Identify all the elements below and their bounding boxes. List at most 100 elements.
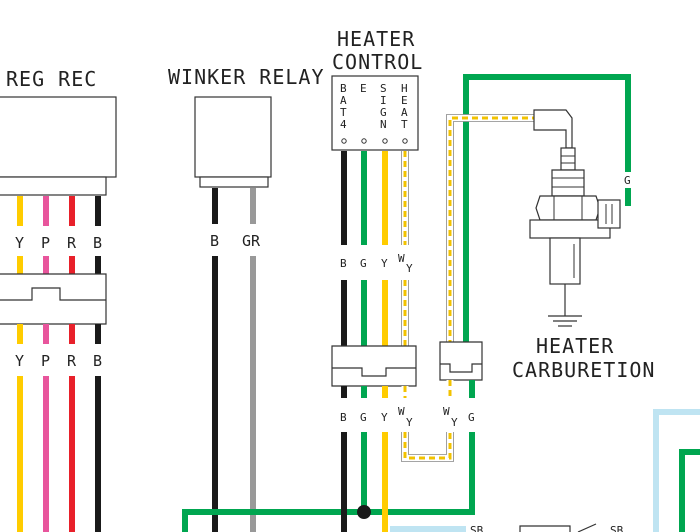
- wire-label: GR: [242, 232, 261, 250]
- ground-icon: [548, 315, 582, 327]
- reg-rec-title: REG REC: [6, 67, 97, 91]
- reg-rec-connector: [0, 273, 107, 325]
- reg-rec-wires-upper: [17, 196, 101, 274]
- pin-heat: H E A T: [401, 82, 408, 131]
- reg-rec-base: [0, 176, 107, 196]
- wire-label: Y: [406, 262, 413, 275]
- heater-control-body: [331, 75, 419, 151]
- wy-loop: [401, 432, 454, 462]
- reg-rec: REG REC Y P R B: [0, 67, 117, 532]
- heater-control-labels-upper: B G Y W Y: [340, 252, 413, 275]
- wire-label: R: [67, 352, 77, 370]
- wire-label: Y: [406, 416, 413, 429]
- heater-carburetion-title-line2: CARBURETION: [512, 358, 655, 382]
- pin-terminal: [402, 138, 408, 144]
- wy-carb-path: [446, 114, 534, 346]
- wire-label: R: [67, 234, 77, 252]
- pin-terminal: [382, 138, 388, 144]
- wire-label: Y: [381, 257, 388, 270]
- wire-green: [182, 476, 475, 532]
- carb-heater-neck: [560, 147, 576, 171]
- wire-white-yellow-outline: [401, 432, 454, 462]
- wire-label: W: [398, 252, 405, 265]
- heater-control-title-line2: CONTROL: [332, 50, 423, 74]
- winker-relay: WINKER RELAY B GR: [168, 65, 325, 532]
- carb-heater-body: [549, 237, 581, 285]
- wire-label: B: [93, 234, 102, 252]
- pin-label-char: A: [340, 94, 347, 107]
- pin-label-char: I: [380, 94, 387, 107]
- winker-relay-body: [194, 96, 272, 178]
- wire-label: SB: [470, 524, 484, 532]
- sb-wires: [390, 409, 700, 532]
- pin-label-char: G: [380, 106, 387, 119]
- pin-terminal: [341, 138, 347, 144]
- heater-control-connector: [331, 345, 417, 387]
- pin-label-char: E: [360, 82, 367, 95]
- wire-sky-blue: [653, 409, 700, 532]
- green-wiring: G: [182, 74, 700, 532]
- wire-label: Y: [451, 416, 458, 429]
- pin-label-char: E: [401, 94, 408, 107]
- wire-green: [679, 449, 700, 532]
- heater-control-labels-lower: B G Y W Y: [340, 405, 413, 429]
- pin-label-char: T: [401, 118, 408, 131]
- wire-label: G: [624, 174, 631, 187]
- pin-label-char: T: [340, 106, 347, 119]
- reg-rec-wire-labels-lower: Y P R B: [15, 352, 102, 370]
- wire-label: G: [468, 411, 475, 424]
- reg-rec-connector-latch: [0, 287, 106, 301]
- pin-label-char: A: [401, 106, 408, 119]
- winker-relay-base: [199, 176, 269, 188]
- pin-label-char: H: [401, 82, 408, 95]
- carb-heater-collar: [551, 169, 585, 197]
- sb-connector: SB SB: [470, 523, 624, 532]
- wire-label: Y: [15, 352, 24, 370]
- wire-label: B: [340, 411, 347, 424]
- heater-control-connector-latch: [332, 367, 416, 377]
- wire-label: P: [41, 352, 50, 370]
- wire-white-yellow: [446, 114, 534, 346]
- heater-control: HEATER CONTROL B A T 4 E S I G N H E A T: [331, 27, 423, 532]
- reg-rec-wire-labels-upper: Y P R B: [15, 234, 102, 252]
- wire-white-yellow-outline: [453, 121, 534, 346]
- heater-carburetion-title-line1: HEATER: [536, 334, 614, 358]
- wire-white-yellow-outline: [446, 114, 534, 346]
- pin-label-char: B: [340, 82, 347, 95]
- carb-heater-terminal: [597, 199, 621, 229]
- carb-heater-lead: [533, 109, 573, 149]
- pin-e: E: [360, 82, 367, 95]
- pin-label-char: S: [380, 82, 387, 95]
- reg-rec-body: [0, 96, 117, 178]
- reg-rec-wires-lower: [17, 324, 101, 532]
- carb-heater-nut: [535, 195, 601, 221]
- wire-label: G: [360, 257, 367, 270]
- pin-sign: S I G N: [380, 82, 387, 131]
- wire-label: P: [41, 234, 50, 252]
- sb-connector-body: [519, 525, 571, 532]
- junction-dot: [357, 505, 371, 519]
- wire-label: B: [93, 352, 102, 370]
- sb-connector-arrow: [577, 523, 597, 532]
- wire-white-yellow-stripe: [403, 432, 452, 460]
- wire-white-yellow-outline: [408, 432, 447, 455]
- pin-label-char: N: [380, 118, 387, 131]
- wire-green: [463, 74, 631, 346]
- wire-label: Y: [381, 411, 388, 424]
- carb-connector-latch: [440, 363, 482, 373]
- wire-label: Y: [15, 234, 24, 252]
- pin-terminal: [361, 138, 367, 144]
- wire-label: SB: [610, 524, 624, 532]
- wire-white-yellow-stripe: [448, 116, 534, 346]
- carb-connector: W Y G: [439, 341, 483, 476]
- wire-label: W: [443, 405, 450, 418]
- wire-label: G: [360, 411, 367, 424]
- winker-relay-title: WINKER RELAY: [168, 65, 325, 89]
- pin-bat4: B A T 4: [340, 82, 347, 131]
- carb-connector-body: [439, 341, 483, 381]
- wire-label: B: [210, 232, 219, 250]
- pin-label-char: 4: [340, 118, 347, 131]
- heater-carburetion: HEATER CARBURETION: [512, 109, 655, 382]
- heater-control-title-line1: HEATER: [337, 27, 415, 51]
